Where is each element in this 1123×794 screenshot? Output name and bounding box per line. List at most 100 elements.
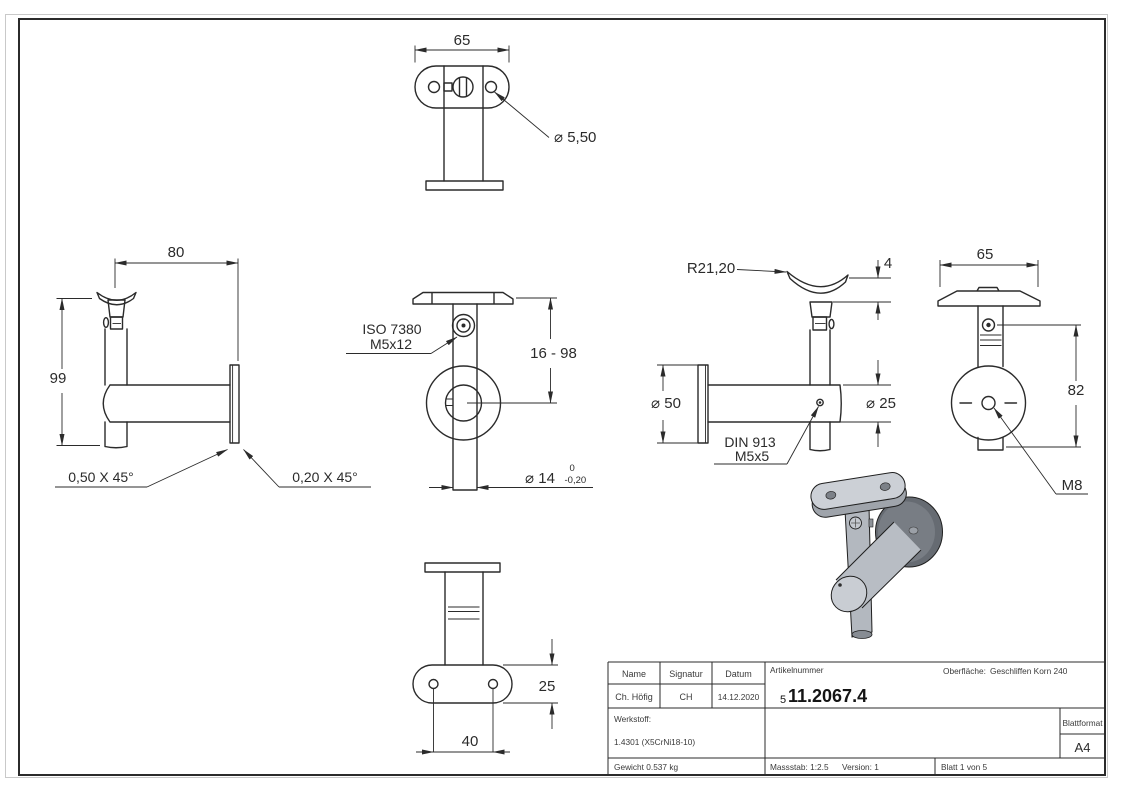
screw-center — [461, 323, 466, 328]
tb-oberflaeche-value: Geschliffen Korn 240 — [990, 666, 1068, 676]
callout-saddle-radius: R21,20 — [687, 260, 735, 277]
tb-massstab: Massstab: 1:2.5 — [770, 762, 829, 772]
tb-name-value: Ch. Höfig — [615, 692, 653, 702]
wall-thread-hole — [981, 395, 996, 411]
tb-artikel-prefix: 5 — [780, 694, 786, 706]
wall-plate — [229, 364, 240, 444]
saddle-neck — [809, 301, 833, 318]
leader-hole-dia — [494, 91, 550, 138]
saddle-back — [937, 286, 1041, 307]
screw-hole — [981, 318, 996, 332]
saddle-outline — [786, 270, 849, 294]
extension-lines — [56, 258, 239, 446]
view-front: ISO 7380 M5x12 16 - 98 ⌀ 14 0 -0,20 — [346, 291, 593, 491]
tb-artikelnummer-value: 11.2067.4 — [788, 686, 867, 706]
base-plate-outline — [425, 180, 504, 191]
arm-outline — [102, 384, 231, 423]
callout-setscrew-size: M5x5 — [735, 448, 769, 464]
wall-plate-edge — [424, 562, 501, 573]
arm-cap-hole-3d — [838, 583, 842, 587]
tb-datum-label: Datum — [725, 669, 752, 679]
mount-hole-right — [487, 678, 499, 690]
dim-post-tol-upper: 0 — [570, 463, 575, 474]
screw-detail — [443, 82, 453, 92]
extension-lines — [657, 277, 891, 444]
top-plate-3d — [810, 472, 907, 518]
tb-blattformat-label: Blattformat — [1062, 718, 1103, 728]
view-side-left: 80 99 0,50 X 45° 0,20 X 45° — [50, 244, 371, 488]
dim-saddle-thickness: 4 — [884, 255, 892, 272]
saddle-front — [412, 291, 514, 305]
callout-screw-standard: ISO 7380 — [362, 321, 421, 337]
top-plate-outline — [414, 65, 510, 109]
tb-signatur-label: Signatur — [669, 669, 703, 679]
tb-version: Version: 1 — [842, 762, 879, 772]
dim-hole-spacing: 40 — [462, 733, 479, 750]
leader-chamfer-inner — [243, 449, 280, 488]
tb-signatur-value: CH — [680, 692, 693, 702]
tb-name-label: Name — [622, 669, 646, 679]
screw-head — [451, 313, 476, 338]
tb-blatt: Blatt 1 von 5 — [941, 762, 988, 772]
paper-edge — [5, 14, 1108, 778]
dim-plate-dia: ⌀ 50 — [651, 395, 681, 412]
view-back: 65 82 M8 — [937, 246, 1088, 495]
saddle-screw — [109, 316, 124, 330]
leader-saddle-radius — [736, 268, 787, 274]
screw-slot — [458, 77, 468, 97]
extension-lines — [433, 664, 558, 752]
top-plate-face-3d — [810, 472, 906, 510]
setscrew-hole — [816, 398, 824, 407]
tb-oberflaeche-label: Oberfläche: — [943, 666, 986, 676]
mount-hole-left — [427, 80, 441, 94]
chamfer-outer: 0,50 X 45° — [68, 469, 134, 485]
post-grooves — [448, 606, 480, 620]
post-lower — [809, 421, 831, 452]
dim-adjust-range: 16 - 98 — [530, 345, 577, 362]
dim-height: 99 — [50, 370, 67, 387]
leader-wall-thread — [993, 407, 1057, 495]
post-grooves — [980, 334, 1002, 346]
setscrew-center — [818, 401, 822, 404]
sheet-frame — [5, 14, 1108, 778]
screw-head-inner — [456, 318, 471, 333]
post-outline — [452, 303, 478, 491]
leader-chamfer-outer — [146, 449, 228, 488]
mount-hole-left — [428, 678, 439, 690]
dim-post-dia: ⌀ 14 — [525, 470, 555, 487]
disc-hole-3d — [908, 526, 919, 535]
leader-iso-screw — [430, 336, 458, 354]
screw-hole-center — [986, 322, 991, 328]
leader-setscrew — [786, 406, 819, 465]
mount-hole-right — [484, 80, 498, 94]
dim-arm-dia: ⌀ 25 — [866, 395, 896, 412]
dim-back-height: 82 — [1068, 382, 1085, 399]
view-3d-render — [810, 472, 943, 639]
post-screw-slot-3d — [851, 518, 860, 528]
callout-hole-dia: ⌀ 5,50 — [554, 129, 596, 146]
callout-screw-size: M5x12 — [370, 336, 412, 352]
screw-side — [828, 318, 835, 330]
title-block-grid — [607, 661, 1105, 775]
post-outline — [104, 328, 128, 386]
screw-side — [102, 317, 110, 329]
callout-wall-thread: M8 — [1062, 477, 1083, 494]
top-plate-bottom — [412, 664, 513, 704]
center-screw — [452, 76, 474, 98]
dim-back-width: 65 — [977, 246, 994, 263]
callout-setscrew-standard: DIN 913 — [724, 434, 776, 450]
post-stub — [977, 436, 1004, 451]
title-block: Name Signatur Datum Ch. Höfig CH 14.12.2… — [607, 661, 1105, 775]
tb-gewicht: Gewicht 0.537 kg — [614, 762, 678, 772]
wall-plate-back — [950, 365, 1027, 441]
extension-lines — [939, 260, 1081, 448]
arm-edges-3d — [835, 521, 922, 609]
view-bottom: 25 40 — [412, 562, 558, 755]
arm-outline — [707, 384, 842, 423]
view-side-right: R21,20 4 ⌀ 50 ⌀ 25 DIN 913 M5x5 — [651, 255, 896, 465]
saddle-outline — [96, 291, 137, 306]
dim-top-width: 65 — [454, 32, 471, 49]
dim-post-tol-lower: -0,20 — [565, 475, 587, 486]
